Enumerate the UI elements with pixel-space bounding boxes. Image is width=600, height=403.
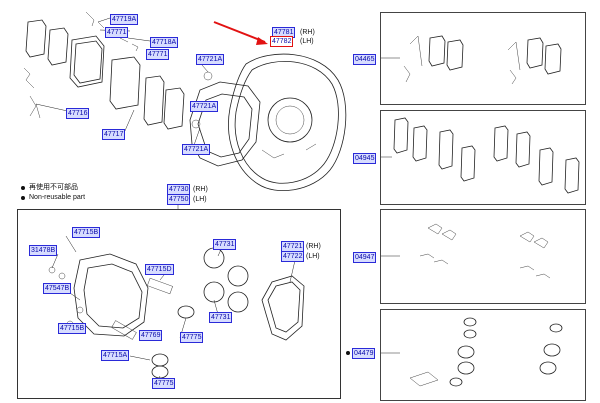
suffix-rh-47781: (RH) [300,29,315,36]
callout-47715a[interactable]: 47715A [101,350,130,361]
suffix-rh-47730: (RH) [193,186,208,193]
callout-47769[interactable]: 47769 [139,330,163,341]
callout-47721a-top[interactable]: 47721A [196,54,225,65]
callout-47731-top[interactable]: 47731 [213,239,237,250]
callout-47718a[interactable]: 47718A [150,37,179,48]
callout-04465[interactable]: 04465 [353,54,377,65]
suffix-lh-47782: (LH) [300,38,314,45]
callout-47771-mid[interactable]: 47771 [146,49,170,60]
panel-04945-frame [380,110,586,205]
suffix-lh-47722: (LH) [306,253,320,260]
callout-47717[interactable]: 47717 [102,129,126,140]
suffix-lh-47750: (LH) [193,196,207,203]
caliper-group-frame [17,209,341,399]
callout-47721a-mid[interactable]: 47721A [190,101,219,112]
panel-04465-illustration [403,35,562,85]
callout-47782[interactable]: 47782 [270,36,294,47]
callout-47715b-top[interactable]: 47715B [72,227,101,238]
panel-04945-illustration [393,117,580,194]
panel-04479-illustration [409,317,563,387]
callout-47750[interactable]: 47750 [167,194,191,205]
callout-47715d[interactable]: 47715D [145,264,174,275]
callout-47721a-low[interactable]: 47721A [182,144,211,155]
callout-47722[interactable]: 47722 [281,251,305,262]
callout-47771-top[interactable]: 47771 [105,27,129,38]
dust-shield-illustration [228,53,347,191]
callout-47775-mid[interactable]: 47775 [180,332,204,343]
suffix-rh-47721: (RH) [306,243,321,250]
callout-47775-bottom[interactable]: 47775 [152,378,176,389]
callout-47719a[interactable]: 47719A [110,14,139,25]
panel-04947-illustration [419,223,551,279]
non-reusable-bullet-1 [21,186,25,190]
highlight-arrow [213,21,268,45]
callout-04947[interactable]: 04947 [353,252,377,263]
panel-04479-frame [380,309,586,401]
callout-47716[interactable]: 47716 [66,108,90,119]
panel-04465-frame [380,12,586,105]
callout-04945[interactable]: 04945 [353,153,377,164]
non-reusable-bullet-04479 [346,351,350,355]
legend-non-reusable-jp: 再使用不可部品 [29,184,78,191]
callout-47547b[interactable]: 47547B [43,283,72,294]
panel-04947-frame [380,209,586,304]
callout-31478b[interactable]: 31478B [29,245,58,256]
legend-non-reusable-en: Non-reusable part [29,194,86,201]
callout-47715b-low[interactable]: 47715B [58,323,87,334]
non-reusable-bullet-2 [21,196,25,200]
callout-47731-low[interactable]: 47731 [209,312,233,323]
callout-04479[interactable]: 04479 [352,348,376,359]
brake-pad-set-illustration [23,11,185,130]
